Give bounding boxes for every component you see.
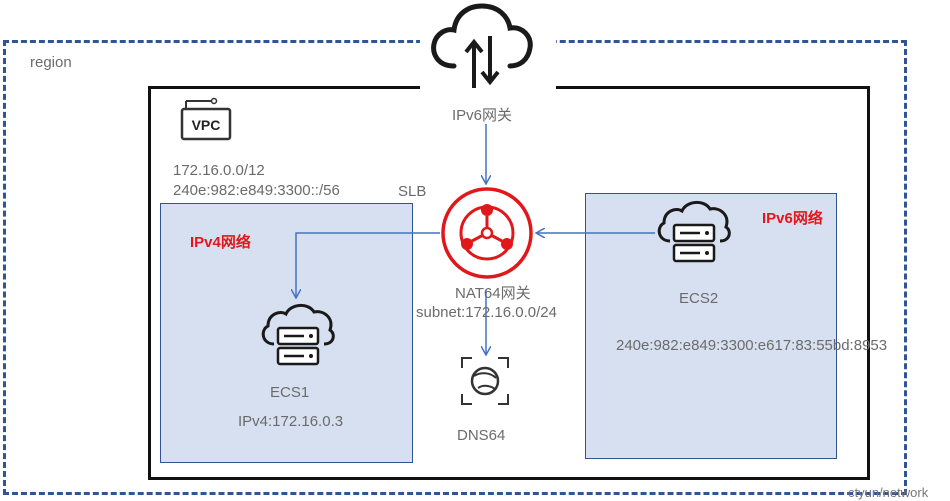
ipv4-network-box [160,203,413,463]
dns64-icon [461,357,509,405]
ecs1-name: ECS1 [270,384,310,401]
arrow-nat-to-ecs1 [296,232,440,297]
vpc-cidr-v6: 240e:982:e849:3300::/56 [173,182,340,199]
ipv6-gateway-label: IPv6网关 [452,107,513,124]
vpc-border-gap [420,78,556,96]
ecs1-server-icon [261,304,335,366]
slb-label: SLB [398,183,427,200]
vpc-cidr-v4: 172.16.0.0/12 [173,162,265,179]
region-label: region [30,54,72,71]
nat64-gateway-icon [441,187,533,279]
ecs2-server-icon [657,201,731,263]
vpc-icon-label: VPC [191,117,221,133]
ecs2-name: ECS2 [679,290,719,307]
dns64-label: DNS64 [457,427,506,444]
ecs2-ip: 240e:982:e849:3300:e617:83:55bd:8953 [616,337,888,354]
ipv4-network-title: IPv4网络 [190,234,251,251]
nat64-gateway-label: NAT64网关 [455,285,531,302]
vpc-icon [180,97,232,141]
ecs1-ip: IPv4:172.16.0.3 [238,413,344,430]
watermark: ctyun/network [848,485,929,500]
nat64-subnet-label: subnet:172.16.0.0/24 [416,304,557,321]
ipv6-gateway-cloud-icon [431,3,533,88]
ipv6-network-title: IPv6网络 [762,210,823,227]
